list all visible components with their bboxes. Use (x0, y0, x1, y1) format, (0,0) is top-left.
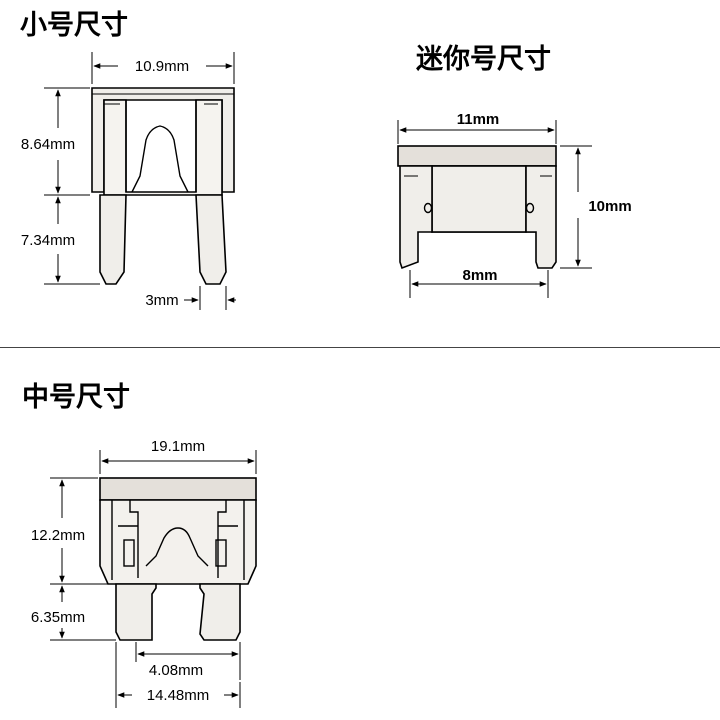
medium-width-label: 19.1mm (151, 438, 205, 455)
mini-height-label: 10mm (588, 198, 631, 215)
small-blade-length-dimension: 7.34mm (21, 196, 100, 285)
medium-blade-width-dimension: 4.08mm (115, 642, 241, 708)
small-width-label: 10.9mm (135, 58, 189, 75)
small-blade-width-dimension: 3mm (145, 286, 236, 310)
mini-size-title: 迷你号尺寸 (416, 44, 551, 75)
section-divider (0, 347, 720, 348)
small-head-height-label: 8.64mm (21, 136, 75, 153)
small-fuse-drawing (91, 87, 235, 285)
medium-blade-span-label: 14.48mm (147, 687, 210, 704)
mini-width-label: 11mm (457, 111, 500, 128)
small-size-title: 小号尺寸 (20, 10, 128, 41)
medium-head-height-label: 12.2mm (31, 527, 85, 544)
medium-blade-length-dimension: 6.35mm (31, 585, 116, 641)
mini-height-dimension: 10mm (560, 145, 632, 269)
mini-fuse-drawing (397, 145, 557, 270)
mini-blade-span-label: 8mm (462, 267, 497, 284)
small-head-height-dimension: 8.64mm (21, 87, 90, 196)
medium-blade-span-dimension: 14.48mm (117, 682, 241, 708)
medium-size-title: 中号尺寸 (22, 382, 130, 413)
mini-width-dimension: 11mm (397, 111, 557, 144)
small-blade-width-label: 3mm (145, 292, 178, 309)
medium-blade-length-label: 6.35mm (31, 609, 85, 626)
medium-head-height-dimension: 12.2mm (31, 477, 108, 585)
medium-fuse-drawing (99, 477, 257, 641)
medium-blade-width-label: 4.08mm (149, 662, 203, 679)
small-width-dimension: 10.9mm (91, 52, 235, 84)
medium-width-dimension: 19.1mm (99, 438, 257, 474)
small-blade-length-label: 7.34mm (21, 232, 75, 249)
mini-blade-span-dimension: 8mm (409, 267, 549, 298)
